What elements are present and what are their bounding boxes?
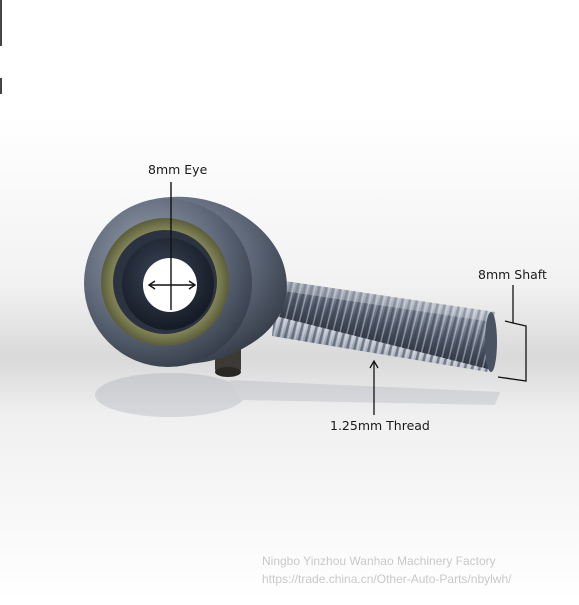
threaded-shaft: [272, 280, 497, 372]
eye-label: 8mm Eye: [148, 162, 208, 177]
edge-artifact: [0, 78, 2, 94]
shaft-dimension-marker: [497, 285, 527, 382]
watermark-company: Ningbo Yinzhou Wanhao Machinery Factory: [262, 554, 496, 568]
reflection: [95, 373, 500, 417]
edge-artifact: [0, 0, 2, 46]
shaft-label: 8mm Shaft: [478, 267, 547, 282]
thread-dimension-marker: [369, 359, 379, 415]
watermark-url: https://trade.china.cn/Other-Auto-Parts/…: [262, 572, 512, 586]
eye-dimension-marker: [147, 182, 197, 310]
thread-label: 1.25mm Thread: [330, 418, 430, 433]
